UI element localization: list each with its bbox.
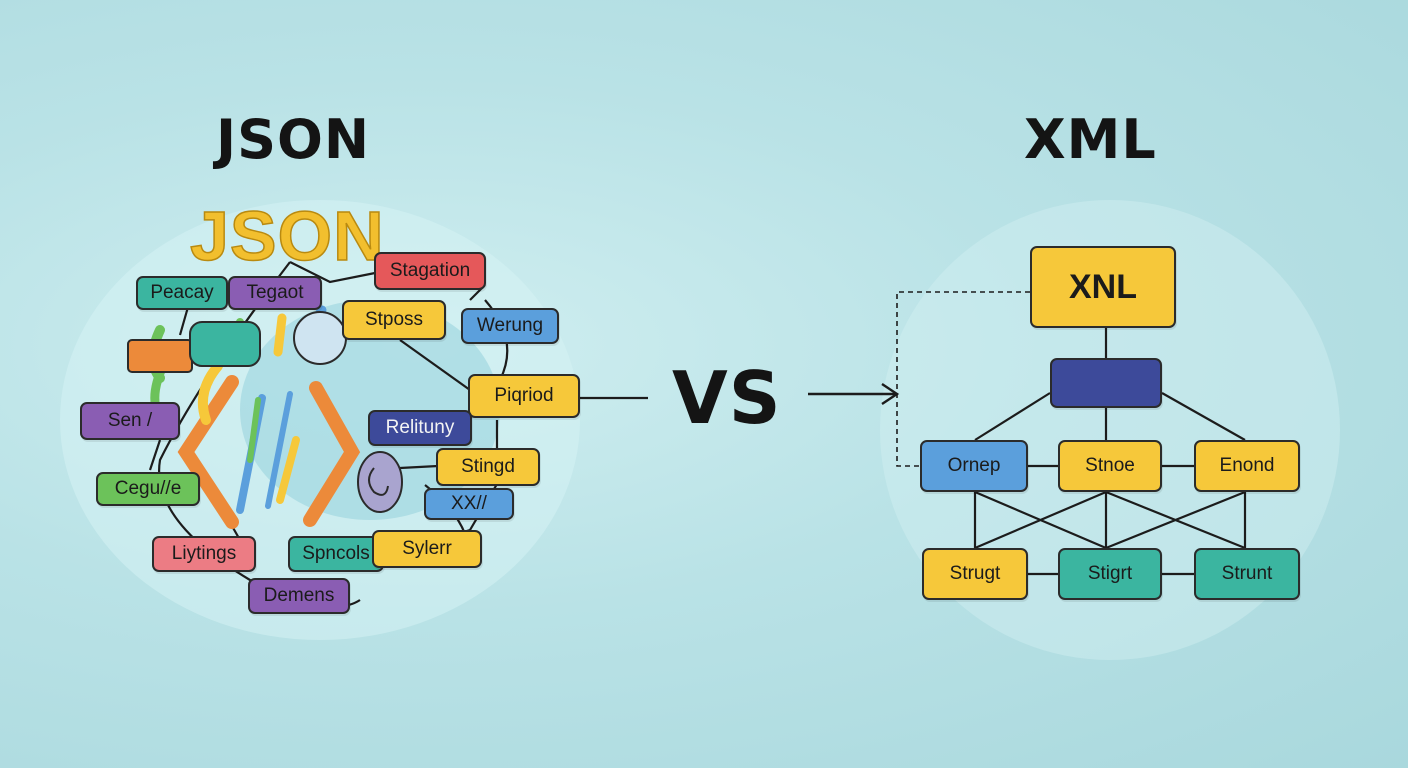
json-node-stagation: Stagation	[374, 252, 486, 290]
xml-node-strugt: Strugt	[922, 548, 1028, 600]
json-node-stingd: Stingd	[436, 448, 540, 486]
json-node-sylerr: Sylerr	[372, 530, 482, 568]
json-node-peacay: Peacay	[136, 276, 228, 310]
json-node-spncols: Spncols	[288, 536, 384, 572]
vs-label: VS	[672, 356, 782, 440]
json-node-sen: Sen /	[80, 402, 180, 440]
json-node-tegaot: Tegaot	[228, 276, 322, 310]
json-logo: JSON	[189, 196, 385, 276]
json-node-relituny: Relituny	[368, 410, 472, 446]
xml-node-enond: Enond	[1194, 440, 1300, 492]
xml-node-root: XNL	[1030, 246, 1176, 328]
xml-node-child	[1050, 358, 1162, 408]
json-node-xx: XX//	[424, 488, 514, 520]
json-node-piqriod: Piqriod	[468, 374, 580, 418]
xml-node-stnoe: Stnoe	[1058, 440, 1162, 492]
json-node-werung: Werung	[461, 308, 559, 344]
left-title: JSON	[216, 108, 371, 171]
json-node-demens: Demens	[248, 578, 350, 614]
xml-node-strunt: Strunt	[1194, 548, 1300, 600]
xml-node-stigrt: Stigrt	[1058, 548, 1162, 600]
arrow-icon	[808, 383, 900, 405]
right-title: XML	[1024, 108, 1157, 171]
json-node-stposs: Stposs	[342, 300, 446, 340]
xml-node-ornep: Ornep	[920, 440, 1028, 492]
json-node-liytings: Liytings	[152, 536, 256, 572]
json-node-cegulle: Cegu//e	[96, 472, 200, 506]
